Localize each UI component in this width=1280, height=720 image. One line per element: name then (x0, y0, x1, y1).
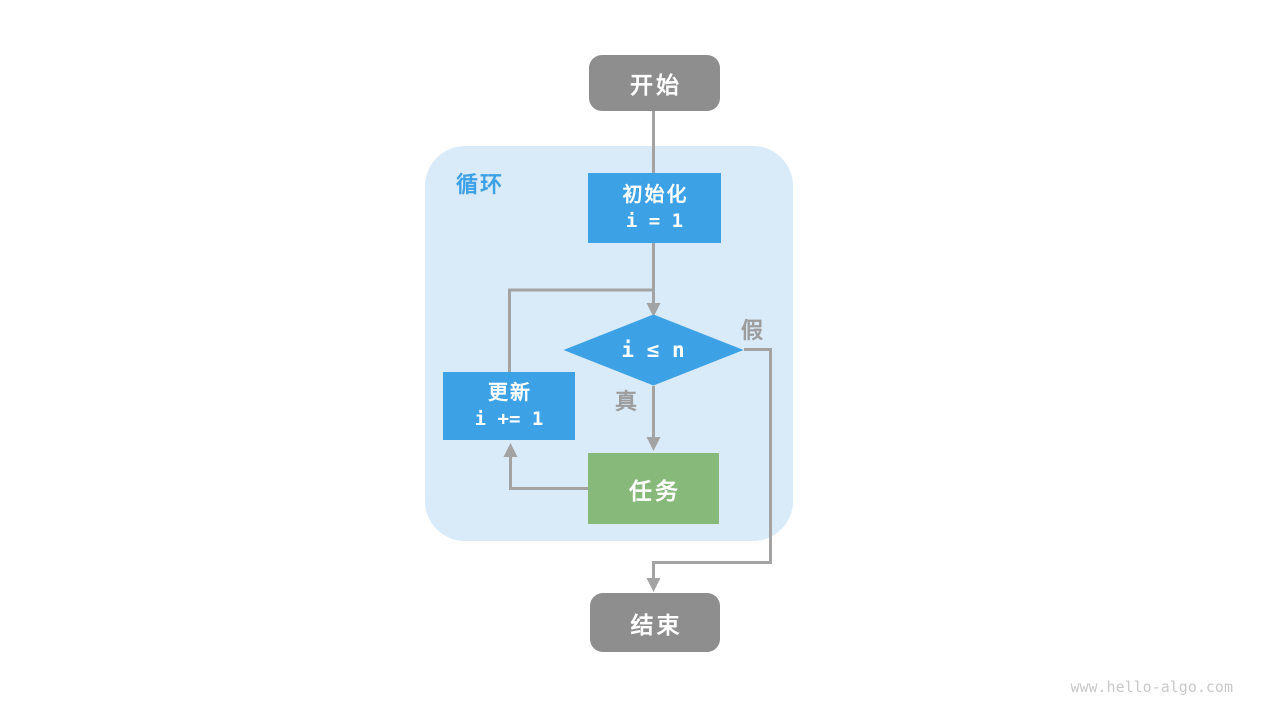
start-node: 开始 (589, 55, 720, 111)
false-branch-label: 假 (741, 318, 764, 343)
arrowhead-into-condition (646, 303, 661, 317)
true-branch-label: 真 (615, 389, 638, 414)
arrowhead-into-end (646, 578, 661, 592)
start-node-label: 开始 (630, 72, 682, 98)
update-node-title: 更新 (488, 381, 532, 404)
connector-condition-end (652, 348, 772, 578)
arrowhead-into-update (503, 443, 518, 457)
task-node: 任务 (588, 453, 719, 524)
arrowhead-into-task (646, 437, 661, 451)
end-node: 结束 (590, 593, 720, 652)
condition-node-label: i ≤ n (621, 338, 685, 362)
task-node-label: 任务 (629, 477, 681, 504)
update-node: 更新 i += 1 (443, 372, 575, 440)
init-node-code: i = 1 (625, 209, 684, 232)
condition-diamond (563, 314, 744, 386)
loop-region-label: 循环 (456, 172, 505, 197)
init-node: 初始化 i = 1 (588, 173, 721, 243)
init-node-title: 初始化 (622, 183, 689, 206)
update-node-code: i += 1 (474, 407, 544, 430)
watermark: www.hello-algo.com (1070, 678, 1233, 696)
end-node-label: 结束 (630, 611, 683, 638)
connector-task-update (509, 457, 588, 490)
connector-update-condition (508, 288, 652, 372)
